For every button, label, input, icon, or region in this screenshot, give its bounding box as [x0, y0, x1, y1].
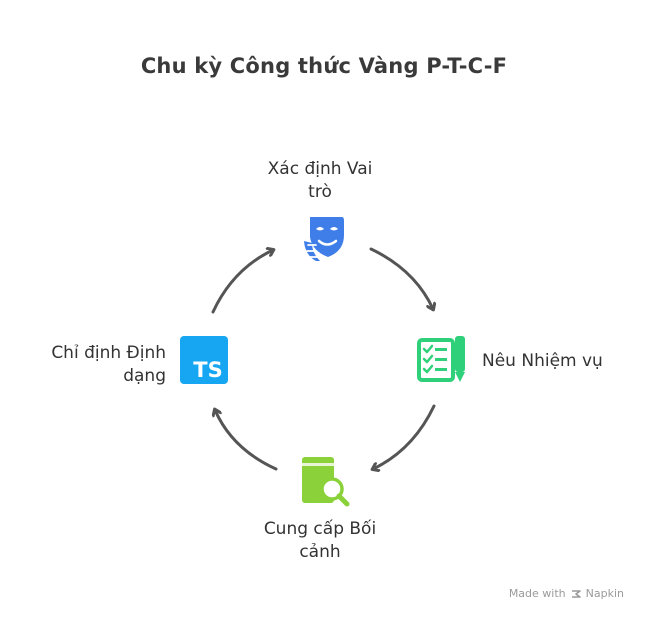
diagram-title: Chu kỳ Công thức Vàng P-T-C-F — [140, 54, 508, 78]
typescript-icon: TS — [180, 336, 228, 384]
checklist-pen-icon — [417, 334, 469, 384]
step-context-label: Cung cấp Bối cảnh — [263, 519, 377, 562]
theater-mask-icon — [302, 215, 348, 263]
arrow-top-to-right — [369, 247, 433, 309]
typescript-icon-text: TS — [193, 358, 222, 382]
book-magnifier-icon — [300, 455, 350, 507]
arrow-right-to-bottom — [373, 404, 436, 469]
step-task-label: Nêu Nhiệm vụ — [482, 351, 603, 371]
arrow-bottom-to-left — [215, 410, 278, 471]
napkin-watermark[interactable]: Made with Napkin — [509, 587, 624, 600]
step-role-label: Xác định Vai trò — [267, 159, 373, 202]
arrow-left-to-top — [211, 250, 273, 314]
made-with-text: Made with — [508, 587, 566, 600]
napkin-brand-text: Napkin — [585, 587, 624, 600]
step-format-label: Chỉ định Định dạng — [51, 343, 166, 386]
napkin-logo-icon — [571, 589, 581, 598]
